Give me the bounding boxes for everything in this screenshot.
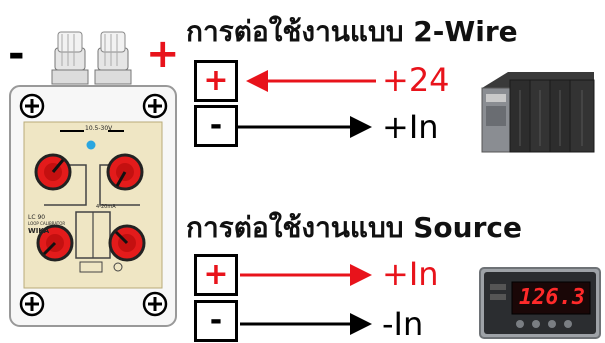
- wire-label-plus-in-2wire: +In: [382, 108, 439, 146]
- device-minus-sign: -: [8, 31, 25, 77]
- terminal-minus-sign: -: [209, 303, 223, 338]
- knob-top-left: [34, 153, 72, 191]
- wire-plus-in-2wire: [238, 116, 372, 138]
- panel-range-label: 4-20mA: [96, 204, 116, 210]
- knob-top-right: [106, 153, 144, 191]
- wire-label-minus-in-source: -In: [382, 305, 424, 343]
- screw-top-right: [142, 93, 168, 119]
- wire-plus-24: [246, 70, 376, 92]
- terminal-minus-sign: -: [209, 108, 223, 143]
- wire-label-plus-in-source: +In: [382, 255, 439, 293]
- panel-supply-label: 10.5-30V: [85, 125, 113, 132]
- terminal-plus-sign: +: [203, 257, 229, 292]
- section-2wire-title: การต่อใช้งานแบบ 2-Wire: [186, 15, 518, 48]
- wire-label-plus-24: +24: [382, 61, 450, 99]
- panel-model-label: LC 90: [28, 214, 46, 221]
- terminal-plus-2wire: +: [194, 60, 238, 102]
- knob-bottom-left: [36, 224, 74, 262]
- wire-plus-in-source: [240, 264, 372, 286]
- terminal-plus-source: +: [194, 254, 238, 296]
- loop-calibrator-device: [9, 85, 177, 327]
- right-cable-gland: [94, 31, 132, 85]
- terminal-minus-2wire: -: [194, 105, 238, 147]
- status-led: [86, 140, 96, 150]
- screw-top-left: [19, 93, 45, 119]
- panel-subtitle-label: LOOP CALIBRATOR: [28, 221, 66, 226]
- section-source-title: การต่อใช้งานแบบ Source: [186, 211, 522, 244]
- panel-brand-label: WIKA: [28, 227, 50, 235]
- panel-meter-image: [479, 267, 601, 339]
- device-plus-sign: +: [146, 31, 180, 77]
- wire-minus-in-source: [240, 313, 372, 335]
- plc-rack-image: [481, 72, 595, 153]
- meter-display-value: 126.3: [518, 285, 586, 310]
- left-cable-gland: [51, 31, 89, 85]
- screw-bottom-right: [142, 291, 168, 317]
- terminal-plus-sign: +: [203, 63, 229, 98]
- screw-bottom-left: [19, 291, 45, 317]
- terminal-minus-source: -: [194, 300, 238, 342]
- knob-bottom-right: [108, 224, 146, 262]
